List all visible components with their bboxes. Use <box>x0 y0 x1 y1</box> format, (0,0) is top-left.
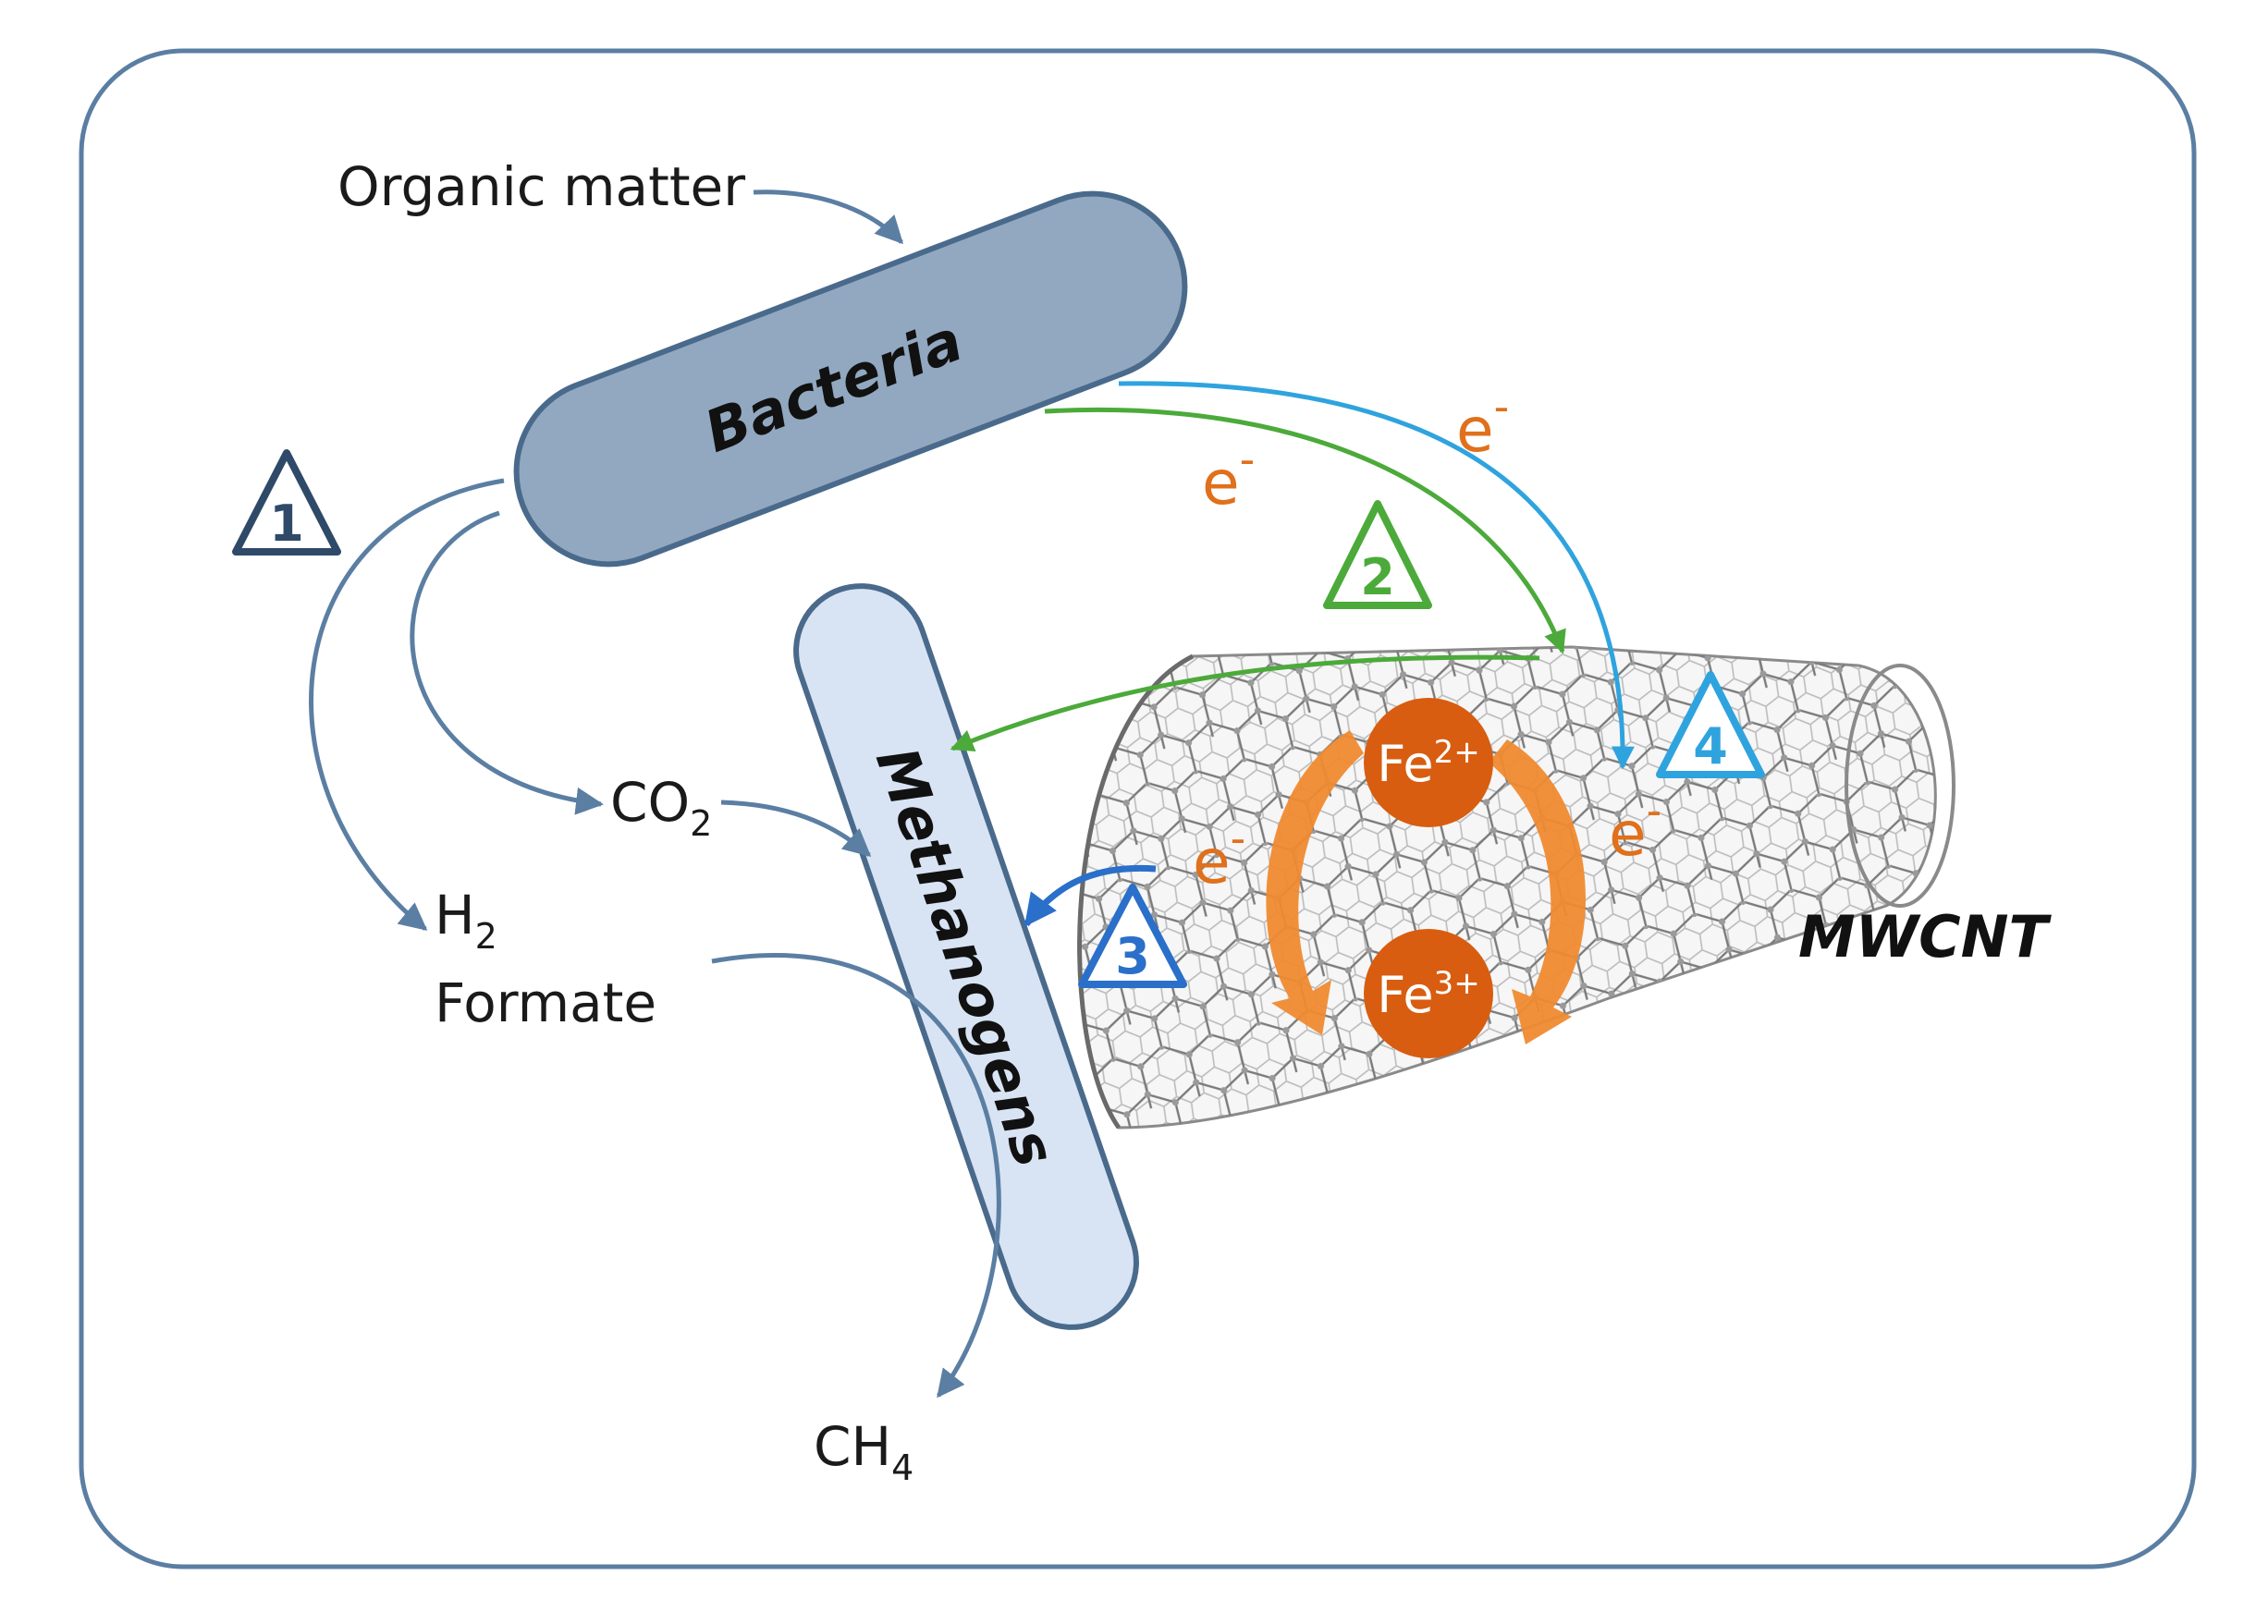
svg-text:e-: e- <box>1456 382 1509 466</box>
cycle-arrow-right <box>1489 739 1586 1044</box>
fe2-charge: 2+ <box>1434 734 1480 771</box>
pathway-4-triangle <box>1656 671 1765 778</box>
pathway-1-triangle <box>232 449 341 556</box>
arrow-bacteria-to-mwcnt <box>1044 407 1566 654</box>
electron-label: e <box>1609 799 1647 870</box>
svg-text:Fe2+: Fe2+ <box>1377 734 1479 793</box>
pathway-2-number: 2 <box>1360 548 1395 606</box>
arrow-bacteria-to-mwcnt-interior <box>1118 381 1635 770</box>
fe3-ion <box>1364 929 1493 1058</box>
arrow-mwcnt-to-methanogens <box>950 654 1540 751</box>
methanogens-body <box>793 583 1139 1330</box>
fe3-label: Fe <box>1377 966 1433 1024</box>
iron-redox-cycle: Fe2+ Fe3+ <box>1266 698 1586 1058</box>
arrow-h2-to-ch4 <box>711 953 1001 1398</box>
ch4-label: CH <box>814 1415 891 1478</box>
electron-charge: - <box>1494 382 1510 432</box>
co2-label: CO <box>610 771 690 834</box>
pathway-4-number: 4 <box>1693 717 1728 775</box>
arrow-bacteria-to-h2 <box>309 478 505 931</box>
fermentation-arrows <box>309 189 1001 1398</box>
co2-subscript: 2 <box>690 803 712 844</box>
h2-label: H <box>435 884 475 946</box>
arrow-bacteria-to-co2 <box>410 510 604 815</box>
pathway-3-marker: 3 <box>1078 884 1187 988</box>
svg-text:CH4: CH4 <box>814 1415 913 1488</box>
electron-label: e <box>1202 447 1240 519</box>
pathway-1-number: 1 <box>269 495 304 553</box>
svg-text:Fe3+: Fe3+ <box>1377 965 1479 1024</box>
electron-charge: - <box>1231 813 1246 863</box>
h2-subscript: 2 <box>475 916 497 957</box>
svg-text:CO2: CO2 <box>610 771 712 844</box>
svg-text:e-: e- <box>1193 813 1245 897</box>
svg-text:e-: e- <box>1202 434 1255 519</box>
electron-charge: - <box>1647 786 1662 836</box>
electron-label: e <box>1456 395 1494 466</box>
electron-labels: e- e- e- e- <box>1193 382 1661 897</box>
ch4-subscript: 4 <box>891 1447 913 1488</box>
pathway-1-marker: 1 <box>232 449 341 556</box>
cycle-arrow-left <box>1266 730 1364 1035</box>
organic-matter-label: Organic matter <box>337 155 745 218</box>
svg-text:H2: H2 <box>435 884 497 957</box>
arrow-co2-to-methanogens <box>720 800 872 857</box>
pathway-2-arrows <box>950 407 1566 751</box>
arrow-mwcnt-to-methanogens-direct <box>1024 864 1157 927</box>
mwcnt-label: MWCNT <box>1798 903 2052 971</box>
formate-label: Formate <box>435 971 656 1034</box>
fe2-ion <box>1364 698 1493 827</box>
svg-text:e-: e- <box>1609 786 1661 870</box>
arrow-organic-to-bacteria <box>753 189 904 245</box>
pathway-2-triangle <box>1323 500 1432 609</box>
nanotube-end-ring <box>1845 664 1955 908</box>
fe2-label: Fe <box>1377 735 1433 793</box>
pathway-3-number: 3 <box>1115 927 1150 985</box>
electron-label: e <box>1193 826 1231 897</box>
pathway-4-marker: 4 <box>1656 671 1765 778</box>
pathway-2-marker: 2 <box>1323 500 1432 609</box>
bacteria-body <box>513 190 1188 568</box>
electron-charge: - <box>1240 434 1256 484</box>
bacteria-cell: Bacteria <box>513 190 1188 568</box>
fe3-charge: 3+ <box>1434 965 1480 1002</box>
pathway-3-triangle <box>1078 884 1187 988</box>
